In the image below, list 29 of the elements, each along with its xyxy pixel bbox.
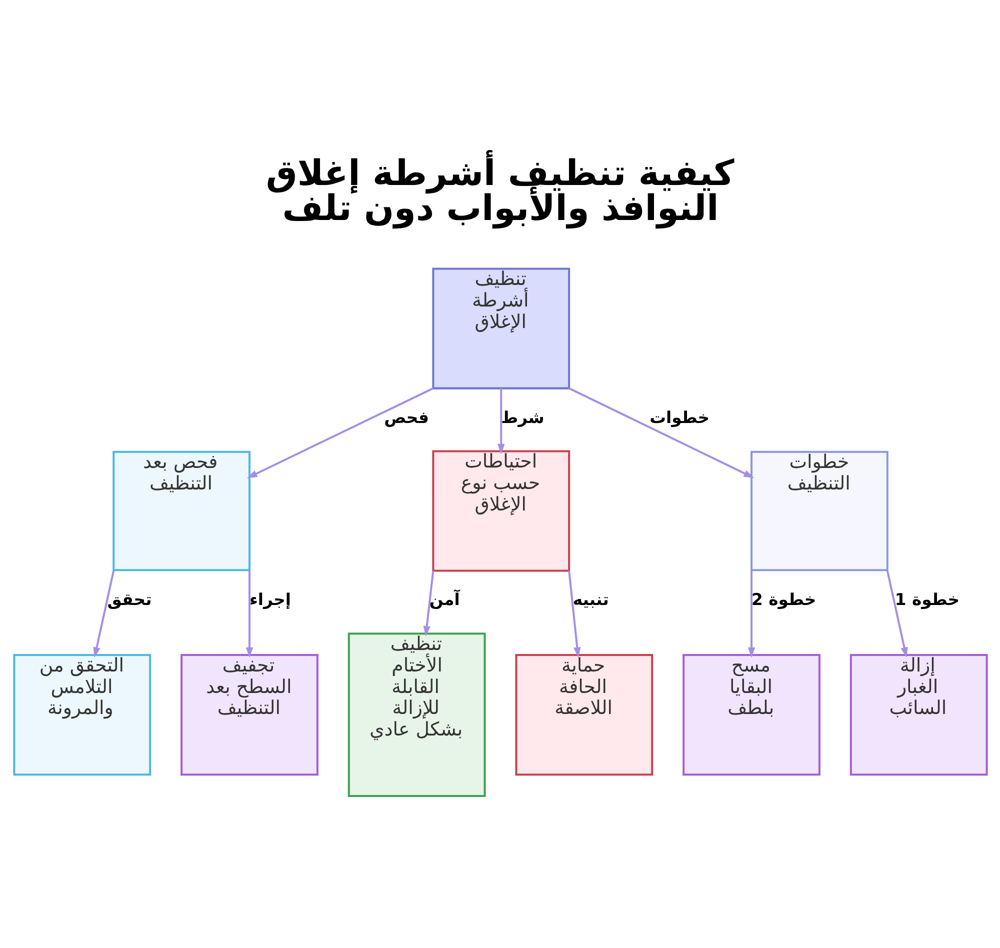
edge-label: تحقق — [106, 590, 152, 609]
arrow — [747, 570, 755, 658]
arrow — [886, 570, 908, 658]
arrow — [245, 570, 253, 658]
arrow — [568, 570, 580, 658]
node-box: خطوات التنظيف — [750, 450, 888, 571]
node-box: احتياطات حسب نوع الإغلاق — [432, 450, 570, 572]
node-box: فحص بعد التنظيف — [112, 450, 250, 571]
node-box: إزالة الغبار السائب — [849, 654, 988, 776]
arrow — [568, 386, 754, 478]
arrow — [497, 388, 504, 454]
node-box: تجفيف السطح بعد التنظيف — [180, 654, 318, 776]
edge-label: فحص — [384, 407, 428, 426]
edge-label: آمن — [428, 590, 460, 609]
arrow — [92, 570, 114, 658]
edge-label: إجراء — [248, 590, 291, 609]
node-box: تنظيف أشرطة الإغلاق — [432, 267, 570, 389]
edge-label: خطوة 2 — [751, 590, 816, 609]
arrow — [422, 570, 434, 636]
node-box: التحقق من التلامس والمرونة — [12, 654, 151, 776]
edge-label: خطوات — [649, 407, 710, 426]
node-box: مسح البقايا بلطف — [682, 654, 820, 776]
arrow — [246, 386, 434, 478]
edge-label: خطوة 1 — [894, 590, 960, 609]
diagram-title: كيفية تنظيف أشرطة إغلاق النوافذ والأبواب دون تلف — [265, 152, 734, 229]
node-box: تنظيف الأختام القابلة للإزالة بشكل عادي — [347, 632, 486, 796]
edge-label: تنبيه — [572, 590, 608, 609]
edge-label: شرط — [500, 407, 544, 426]
node-box: حماية الحافة اللاصقة — [514, 654, 653, 776]
